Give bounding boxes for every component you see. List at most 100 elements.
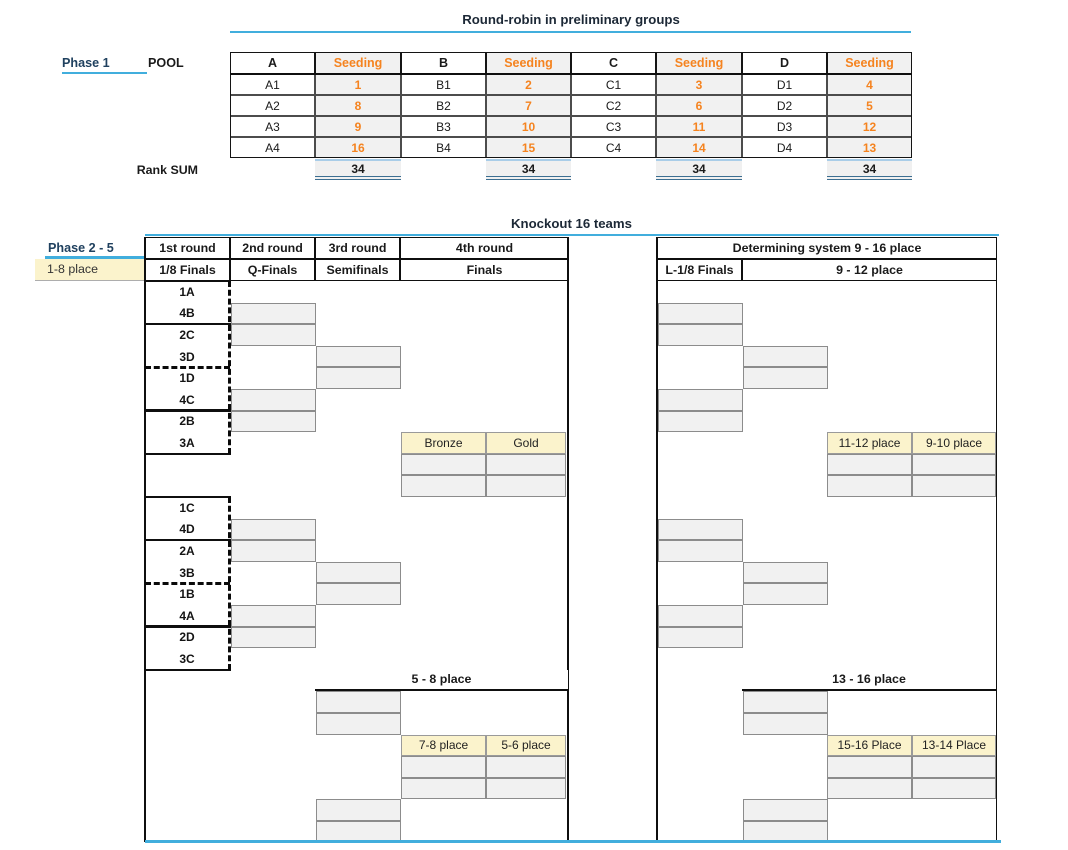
place-5-8-header: 5 - 8 place	[315, 669, 568, 692]
dashed-pair-divider	[145, 581, 230, 585]
rank-sum-value: 34	[315, 159, 401, 181]
match-slot	[401, 453, 486, 476]
rank-sum-label: Rank SUM	[136, 162, 198, 177]
match-slot	[742, 821, 828, 842]
bracket-slot-label: 4C	[179, 392, 195, 407]
seed-cell: 15	[486, 137, 571, 159]
match-slot	[657, 518, 743, 541]
seeding-header: Seeding	[656, 52, 742, 75]
pool-team-cell: B3	[401, 116, 486, 138]
seed-cell: 16	[315, 137, 401, 159]
match-slot	[827, 453, 912, 476]
round3-header: 3rd round	[315, 237, 400, 260]
round4-header: 4th round	[400, 237, 569, 260]
pool-team-cell: A4	[230, 137, 315, 159]
seed-cell: 10	[486, 116, 571, 138]
match-slot	[230, 324, 316, 346]
pool-c-header: C	[571, 52, 656, 75]
place-13-14-header: 13-14 Place	[912, 734, 996, 757]
pool-a-header: A	[230, 52, 315, 75]
place-9-12-header: 9 - 12 place	[742, 258, 997, 282]
pool-team-cell: B1	[401, 74, 486, 96]
pair-divider	[144, 323, 231, 326]
match-slot	[230, 540, 316, 562]
finals-header: Finals	[400, 258, 569, 282]
match-slot	[401, 777, 486, 800]
seeding-header: Seeding	[827, 52, 912, 75]
pool-section-title: Round-robin in preliminary groups	[462, 11, 680, 27]
pool-team-cell: D1	[742, 74, 827, 96]
seeding-header: Seeding	[486, 52, 571, 75]
seed-cell: 14	[656, 137, 742, 159]
rank-sum-value: 34	[486, 159, 571, 181]
pool-team-cell: B2	[401, 95, 486, 117]
dashed-pair-divider	[145, 365, 230, 369]
match-slot	[657, 605, 743, 627]
match-slot	[742, 691, 828, 713]
knockout-bottom-rule	[145, 840, 1001, 844]
pool-d-header: D	[742, 52, 827, 75]
pair-divider	[144, 452, 231, 455]
match-slot	[315, 583, 401, 605]
match-slot	[315, 691, 401, 713]
pair-divider	[144, 495, 231, 499]
bracket-slot-label: 4D	[179, 522, 195, 537]
q-finals-header: Q-Finals	[230, 258, 315, 282]
match-slot	[742, 367, 828, 389]
match-slot	[742, 799, 828, 821]
pair-divider	[144, 668, 231, 671]
match-slot	[912, 453, 996, 476]
match-slot	[230, 518, 316, 541]
match-slot	[657, 410, 743, 433]
pool-team-cell: C2	[571, 95, 656, 117]
match-slot	[315, 799, 401, 821]
losers-eighth-finals-header: L-1/8 Finals	[657, 258, 742, 282]
pool-team-cell: C4	[571, 137, 656, 159]
bracket-slot-label: 2C	[179, 327, 195, 342]
pool-team-cell: C1	[571, 74, 656, 96]
match-slot	[315, 367, 401, 389]
match-slot	[657, 540, 743, 562]
dashed-round-divider	[227, 281, 231, 454]
place-11-12-header: 11-12 place	[827, 432, 912, 454]
match-slot	[827, 475, 912, 497]
pool-label: POOL	[148, 55, 184, 70]
match-slot	[657, 324, 743, 346]
seed-cell: 13	[827, 137, 912, 159]
pool-title-underline	[230, 30, 911, 33]
pool-team-cell: D2	[742, 95, 827, 117]
match-slot	[315, 561, 401, 584]
seed-cell: 3	[656, 74, 742, 96]
bracket-slot-label: 3B	[179, 565, 195, 580]
seed-cell: 5	[827, 95, 912, 117]
match-slot	[657, 389, 743, 411]
pool-team-cell: B4	[401, 137, 486, 159]
pair-divider	[144, 409, 231, 412]
pair-divider	[144, 279, 231, 283]
bracket-slot-label: 4B	[179, 306, 195, 321]
seed-cell: 7	[486, 95, 571, 117]
pool-b-header: B	[401, 52, 486, 75]
bracket-slot-label: 2B	[179, 414, 195, 429]
bracket-slot-label: 1B	[179, 587, 195, 602]
match-slot	[230, 626, 316, 649]
match-slot	[315, 821, 401, 842]
bracket-slot-label: 1C	[179, 500, 195, 515]
right-section-left-border	[656, 237, 658, 842]
dashed-round-divider	[227, 497, 231, 670]
bracket-slot-label: 2D	[179, 630, 195, 645]
match-slot	[230, 389, 316, 411]
pool-header-divider	[230, 72, 912, 75]
pool-team-cell: C3	[571, 116, 656, 138]
rank-sum-value: 34	[656, 159, 742, 181]
semifinals-header: Semifinals	[315, 258, 400, 282]
right-section-right-border	[995, 237, 998, 842]
match-slot	[401, 475, 486, 497]
seed-cell: 4	[827, 74, 912, 96]
gold-header: Gold	[486, 432, 566, 454]
bracket-slot-label: 3C	[179, 651, 195, 666]
match-slot	[827, 756, 912, 778]
pool-team-cell: D4	[742, 137, 827, 159]
place-13-16-header: 13 - 16 place	[742, 669, 996, 692]
match-slot	[230, 302, 316, 325]
